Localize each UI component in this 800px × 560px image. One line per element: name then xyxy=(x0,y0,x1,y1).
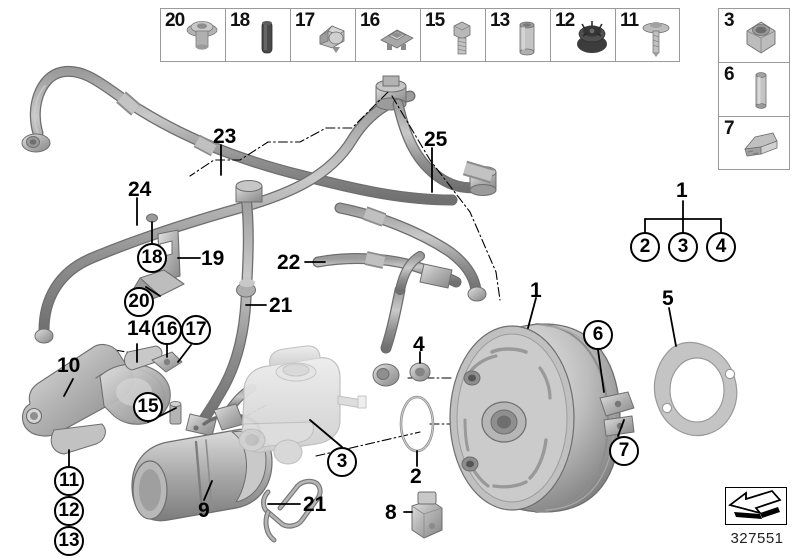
callout-5: 5 xyxy=(662,287,674,310)
callout-6: 6 xyxy=(583,320,613,350)
callout-22: 22 xyxy=(277,251,301,274)
vacuum-pump xyxy=(131,400,273,522)
callout-19: 19 xyxy=(201,247,225,270)
callout-label: 4 xyxy=(715,236,727,257)
legend-cell-17[interactable]: 17 xyxy=(290,8,355,62)
legend-cell-13[interactable]: 13 xyxy=(485,8,550,62)
callout-8: 8 xyxy=(385,501,397,524)
callout-label: 18 xyxy=(141,247,163,268)
callout-label: 3 xyxy=(677,236,689,257)
legend-cell-18[interactable]: 18 xyxy=(225,8,290,62)
retaining-clip-icon xyxy=(744,132,778,157)
legend-cell-6[interactable]: 6 xyxy=(718,62,790,116)
legend-number: 17 xyxy=(295,10,315,31)
legend-number: 16 xyxy=(360,10,380,31)
dowel-pin-icon xyxy=(755,72,767,109)
legend-number: 11 xyxy=(620,10,639,31)
booster-gasket xyxy=(653,341,738,437)
flange-bolt-icon xyxy=(186,21,218,50)
callout-14: 14 xyxy=(127,317,151,340)
rubber-mount-icon xyxy=(577,21,607,53)
callout-4: 4 xyxy=(413,333,425,356)
callout-20: 20 xyxy=(124,287,154,317)
legend-cell-3[interactable]: 3 xyxy=(718,8,790,62)
legend-number: 18 xyxy=(230,10,250,31)
brake-booster xyxy=(449,323,635,513)
callout-label: 2 xyxy=(639,236,651,257)
assembly-parent-label: 1 xyxy=(676,179,688,202)
callout-15: 15 xyxy=(133,392,163,422)
legend-number: 15 xyxy=(425,10,445,31)
legend-cell-12[interactable]: 12 xyxy=(550,8,615,62)
callout-21: 21 xyxy=(269,294,293,317)
parts-legend-strip: 20 18 17 xyxy=(160,8,680,62)
callout-9: 9 xyxy=(198,499,210,522)
spacer-sleeve-icon xyxy=(519,21,535,56)
leader-lines xyxy=(63,144,677,513)
callout-label: 6 xyxy=(592,324,604,345)
callout-12: 12 xyxy=(54,496,84,526)
legend-cell-11[interactable]: 11 xyxy=(615,8,680,62)
callout-label: 7 xyxy=(618,440,630,461)
booster-nut xyxy=(409,362,431,382)
callout-18: 18 xyxy=(137,243,167,273)
callout-label: 11 xyxy=(58,470,80,491)
callout-label: 13 xyxy=(58,530,80,551)
legend-cell-15[interactable]: 15 xyxy=(420,8,485,62)
o-ring-seal xyxy=(399,395,435,453)
assembly-child-3: 3 xyxy=(668,232,698,262)
hex-bolt-icon xyxy=(453,21,471,55)
square-clip-nut-icon xyxy=(380,29,414,50)
callout-25: 25 xyxy=(424,128,448,151)
direction-arrow-box xyxy=(725,487,787,525)
legend-number: 7 xyxy=(724,118,735,139)
callout-11: 11 xyxy=(54,466,84,496)
direction-arrow-icon xyxy=(728,490,782,519)
callout-3: 3 xyxy=(327,447,357,477)
callout-24: 24 xyxy=(128,178,152,201)
hex-nut-icon xyxy=(746,21,776,54)
legend-number: 13 xyxy=(490,10,510,31)
expanding-rivet-icon xyxy=(642,22,670,57)
callout-21-lower: 21 xyxy=(303,493,327,516)
callout-label: 12 xyxy=(58,500,80,521)
callout-1: 1 xyxy=(530,279,542,302)
master-cylinder xyxy=(238,345,367,465)
legend-number: 3 xyxy=(724,10,735,31)
callout-label: 17 xyxy=(185,319,207,340)
assembly-child-4: 4 xyxy=(706,232,736,262)
vacuum-hose-assembly xyxy=(21,65,497,437)
legend-cell-16[interactable]: 16 xyxy=(355,8,420,62)
callout-2: 2 xyxy=(410,465,422,488)
callout-13: 13 xyxy=(54,526,84,556)
callout-label: 3 xyxy=(336,451,348,472)
rubber-grommet-icon xyxy=(261,21,273,54)
diagram-id-number: 327551 xyxy=(730,530,784,547)
parts-legend-column: 3 6 7 xyxy=(718,8,790,170)
callout-23: 23 xyxy=(213,125,237,148)
callout-10: 10 xyxy=(57,354,81,377)
callout-16: 16 xyxy=(152,315,182,345)
callout-label: 15 xyxy=(137,396,159,417)
callout-17: 17 xyxy=(181,315,211,345)
vacuum-sensor xyxy=(411,491,443,539)
callout-label: 20 xyxy=(128,291,150,312)
legend-number: 6 xyxy=(724,64,735,85)
mounting-bracket xyxy=(21,213,185,455)
cable-clamp-icon xyxy=(319,25,345,53)
callout-7: 7 xyxy=(609,436,639,466)
retaining-handle xyxy=(261,478,323,543)
callout-label: 16 xyxy=(156,319,178,340)
legend-cell-7[interactable]: 7 xyxy=(718,116,790,170)
assembly-bracket xyxy=(644,200,722,233)
assembly-child-2: 2 xyxy=(630,232,660,262)
legend-cell-20[interactable]: 20 xyxy=(160,8,225,62)
legend-number: 12 xyxy=(555,10,575,31)
legend-number: 20 xyxy=(165,10,185,31)
